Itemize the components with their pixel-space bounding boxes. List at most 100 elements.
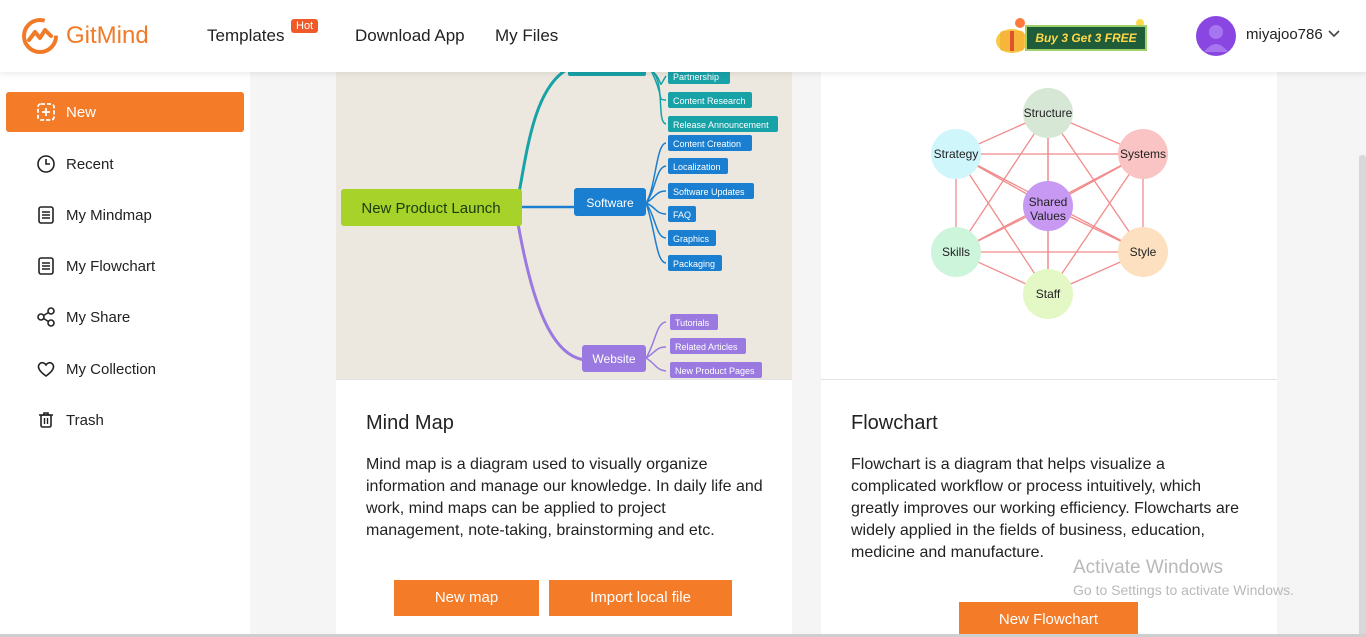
promo-label[interactable]: Buy 3 Get 3 FREE — [1025, 25, 1147, 51]
sidebar-item-label: Trash — [66, 411, 104, 429]
username[interactable]: miyajoo786 — [1246, 26, 1323, 43]
sidebar-item-my-flowchart[interactable]: My Flowchart — [6, 246, 244, 286]
sidebar-item-trash[interactable]: Trash — [6, 400, 244, 440]
top-header: GitMind Templates Hot Download App My Fi… — [0, 0, 1366, 72]
sidebar-item-recent[interactable]: Recent — [6, 144, 244, 184]
user-icon — [1204, 25, 1228, 52]
mindmap-node-label: Localization — [673, 162, 721, 172]
mindmap-node-label: Related Articles — [675, 342, 738, 352]
mindmap-node-label: Content Creation — [673, 139, 741, 149]
mindmap-node-label: Graphics — [673, 234, 710, 244]
mindmap-card: New Product Launch Partnership Content R… — [336, 72, 792, 637]
windows-activation-subtitle: Go to Settings to activate Windows. — [1073, 582, 1294, 598]
mindmap-software-node — [574, 188, 646, 216]
mindmap-root-label: New Product Launch — [361, 200, 500, 217]
mindmap-node — [668, 255, 722, 271]
heart-icon — [37, 361, 55, 377]
mindmap-node-label: Packaging — [673, 259, 715, 269]
mindmap-node-label: Partnership — [673, 72, 719, 82]
mindmap-node-label: Release Announcement — [673, 120, 769, 130]
hot-badge: Hot — [291, 19, 319, 33]
chevron-down-icon[interactable] — [1327, 27, 1341, 41]
flowchart-card: Structure Systems Style Staff Skills Str… — [821, 72, 1277, 637]
sidebar-item-new[interactable]: New — [6, 92, 244, 132]
gitmind-logo[interactable]: GitMind — [20, 16, 149, 56]
sidebar-item-my-collection[interactable]: My Collection — [6, 349, 244, 389]
sidebar-item-label: My Collection — [66, 360, 157, 378]
mindmap-node — [668, 135, 752, 151]
mindmap-node — [670, 314, 718, 330]
bottom-border — [0, 634, 1366, 637]
new-map-button[interactable]: New map — [394, 580, 539, 616]
flowchart-preview[interactable]: Structure Systems Style Staff Skills Str… — [821, 72, 1277, 380]
brand-name: GitMind — [66, 22, 149, 49]
share-icon — [37, 307, 55, 327]
mindmap-top-branch-node — [568, 72, 646, 76]
nav-download-app[interactable]: Download App — [355, 26, 465, 45]
mindmap-node — [668, 72, 730, 84]
clock-icon — [37, 155, 55, 173]
card-divider — [336, 379, 792, 380]
flowchart-node-staff — [1023, 269, 1073, 319]
sidebar: New Recent My Mindmap My Flowchart My Sh… — [0, 72, 250, 637]
mindmap-node-label: New Product Pages — [675, 366, 755, 376]
flowchart-node-strategy — [931, 129, 981, 179]
mindmap-root-node — [341, 189, 522, 226]
mindmap-node — [668, 230, 716, 246]
flowchart-node-style — [1118, 227, 1168, 277]
flowchart-node-label: Systems — [1120, 147, 1166, 161]
gitmind-logo-icon — [22, 18, 58, 54]
mindmap-node-label: FAQ — [673, 210, 691, 220]
sidebar-item-label: My Flowchart — [66, 257, 156, 275]
import-local-file-button[interactable]: Import local file — [549, 580, 732, 616]
card-divider — [821, 379, 1277, 380]
mindmap-software-label: Software — [586, 196, 634, 210]
flowchart-preview-diagram: Structure Systems Style Staff Skills Str… — [931, 88, 1168, 319]
document-icon — [38, 206, 54, 224]
mindmap-website-node — [582, 345, 646, 372]
trash-icon — [39, 412, 53, 428]
mindmap-node — [668, 92, 752, 108]
scrollbar[interactable] — [1359, 155, 1366, 637]
sidebar-item-label: New — [66, 103, 97, 121]
document-icon — [38, 257, 54, 275]
flowchart-node-shared-values — [1023, 181, 1073, 231]
nav-templates[interactable]: Templates — [207, 26, 285, 45]
nav-my-files[interactable]: My Files — [495, 26, 559, 45]
mindmap-preview[interactable]: New Product Launch Partnership Content R… — [336, 72, 792, 380]
flowchart-node-label: Skills — [942, 245, 970, 259]
mindmap-node-label: Content Research — [673, 96, 746, 106]
sidebar-item-my-mindmap[interactable]: My Mindmap — [6, 195, 244, 235]
mindmap-card-title: Mind Map — [366, 412, 454, 434]
mindmap-node — [668, 206, 696, 222]
mindmap-node — [670, 338, 746, 354]
mindmap-node-label: Software Updates — [673, 187, 745, 197]
mindmap-node-label: Tutorials — [675, 318, 710, 328]
mindmap-node — [668, 183, 754, 199]
flowchart-node-label: Staff — [1036, 287, 1061, 301]
mindmap-preview-diagram: New Product Launch Partnership Content R… — [341, 72, 778, 378]
mindmap-card-description: Mind map is a diagram used to visually o… — [366, 456, 763, 539]
promo-gift-icon[interactable] — [990, 13, 1150, 57]
sidebar-item-label: My Mindmap — [66, 206, 152, 224]
flowchart-node-structure — [1023, 88, 1073, 138]
flowchart-card-description: Flowchart is a diagram that helps visual… — [851, 456, 1239, 561]
sidebar-item-my-share[interactable]: My Share — [6, 297, 244, 337]
avatar[interactable] — [1196, 16, 1236, 56]
sidebar-item-label: My Share — [66, 308, 131, 326]
flowchart-node-systems — [1118, 129, 1168, 179]
mindmap-node — [668, 158, 728, 174]
mindmap-node — [668, 116, 778, 132]
flowchart-card-title: Flowchart — [851, 412, 938, 434]
new-file-icon — [37, 103, 55, 121]
sidebar-item-label: Recent — [66, 155, 114, 173]
flowchart-node-label: Strategy — [934, 147, 979, 161]
flowchart-node-label: Style — [1130, 245, 1157, 259]
flowchart-node-skills — [931, 227, 981, 277]
flowchart-node-label: Structure — [1024, 106, 1073, 120]
new-flowchart-button[interactable]: New Flowchart — [959, 602, 1138, 637]
windows-activation-title: Activate Windows — [1073, 557, 1223, 578]
mindmap-node — [670, 362, 762, 378]
mindmap-website-label: Website — [592, 352, 635, 366]
